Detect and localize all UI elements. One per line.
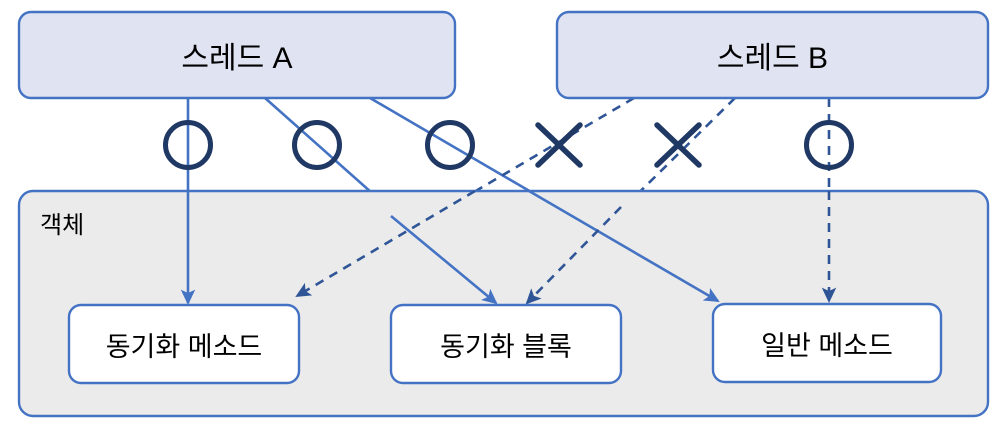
- markers-layer: [163, 120, 854, 170]
- connection-b-to-sync-block-over: [525, 206, 622, 305]
- connection-a-to-normal-method-over: [528, 189, 720, 303]
- thread-a-box[interactable]: [17, 10, 457, 100]
- connections-layer-over: [180, 189, 837, 306]
- blocked-cross-icon: [535, 122, 583, 168]
- allowed-circle-icon: [804, 120, 854, 170]
- thread-b-box[interactable]: [555, 10, 990, 100]
- connection-a-to-sync-block-over: [390, 214, 498, 305]
- blocked-cross-icon: [654, 122, 702, 168]
- sync-method-box[interactable]: [67, 303, 301, 385]
- allowed-circle-icon: [425, 120, 475, 170]
- sync-block-box[interactable]: [389, 303, 623, 385]
- allowed-circle-icon: [292, 120, 342, 170]
- normal-method-box[interactable]: [711, 302, 943, 384]
- allowed-circle-icon: [163, 120, 213, 170]
- object-container-label: 객체: [40, 212, 85, 239]
- connection-b-to-sync-method-over: [295, 189, 476, 298]
